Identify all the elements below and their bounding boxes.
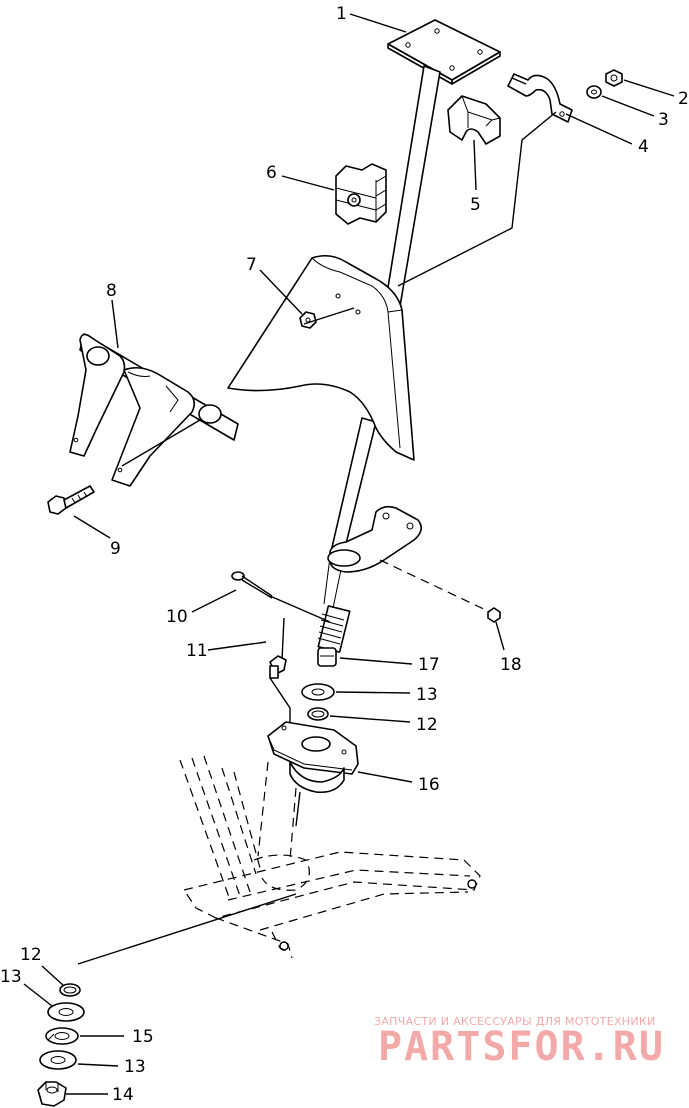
callout-16: 16 xyxy=(418,775,440,795)
leader-lines xyxy=(23,13,675,1095)
part-10-cotter-pin xyxy=(231,571,273,599)
callout-12-upper: 12 xyxy=(416,715,438,735)
callout-11: 11 xyxy=(186,641,208,661)
callout-12-lower: 12 xyxy=(20,945,42,965)
part-13-washer-upper xyxy=(301,683,335,701)
part-2-nut xyxy=(605,69,623,87)
watermark-tagline: ЗАПЧАСТИ И АКСЕССУАРЫ ДЛЯ МОТОТЕХНИКИ xyxy=(374,1015,656,1028)
callout-13-lower-1: 13 xyxy=(0,967,22,987)
part-14-castle-nut xyxy=(37,1081,67,1107)
callout-10: 10 xyxy=(166,607,188,627)
callout-8: 8 xyxy=(106,281,117,301)
watermark: ЗАПЧАСТИ И АКСЕССУАРЫ ДЛЯ МОТОТЕХНИКИ PA… xyxy=(374,1015,665,1070)
part-3-washer xyxy=(586,85,602,99)
callout-7: 7 xyxy=(246,255,257,275)
part-16-bearing-block xyxy=(267,721,359,794)
part-4-clamp xyxy=(507,73,573,123)
callout-17: 17 xyxy=(418,655,440,675)
part-13-washer-lower-2 xyxy=(39,1050,77,1070)
part-17-joint xyxy=(317,647,337,667)
callout-6: 6 xyxy=(266,163,277,183)
callout-1: 1 xyxy=(336,4,347,24)
part-13-washer-lower-1 xyxy=(47,1002,85,1022)
part-18-nut xyxy=(487,607,501,623)
part-9-bolt xyxy=(47,485,95,515)
callout-3: 3 xyxy=(658,110,669,130)
callout-labels: 1 2 3 4 5 6 7 8 9 10 11 17 18 13 12 16 1… xyxy=(0,4,689,1105)
part-1-steering-post xyxy=(317,19,501,653)
part-11-pin xyxy=(269,617,287,679)
callout-18: 18 xyxy=(500,655,522,675)
part-12-ring-lower xyxy=(59,983,81,997)
part-8-mounting-bracket xyxy=(69,333,239,487)
callout-4: 4 xyxy=(638,137,649,157)
callout-14: 14 xyxy=(112,1085,134,1105)
part-6-bushing-block xyxy=(335,163,387,225)
callout-13-lower-2: 13 xyxy=(124,1057,146,1077)
callout-15: 15 xyxy=(132,1027,154,1047)
assembly-lines xyxy=(77,111,557,965)
part-12-ring-upper xyxy=(307,707,329,721)
watermark-brand: PARTSFOR.RU xyxy=(378,1024,665,1070)
part-5-bushing-half xyxy=(447,95,501,145)
callout-2: 2 xyxy=(678,89,689,109)
callout-9: 9 xyxy=(110,539,121,559)
callout-13-upper: 13 xyxy=(416,685,438,705)
frame-outline xyxy=(179,755,481,959)
part-15-spring-washer xyxy=(45,1027,79,1045)
support-plate xyxy=(227,254,415,461)
callout-5: 5 xyxy=(470,195,481,215)
bearing-flange xyxy=(327,505,422,573)
